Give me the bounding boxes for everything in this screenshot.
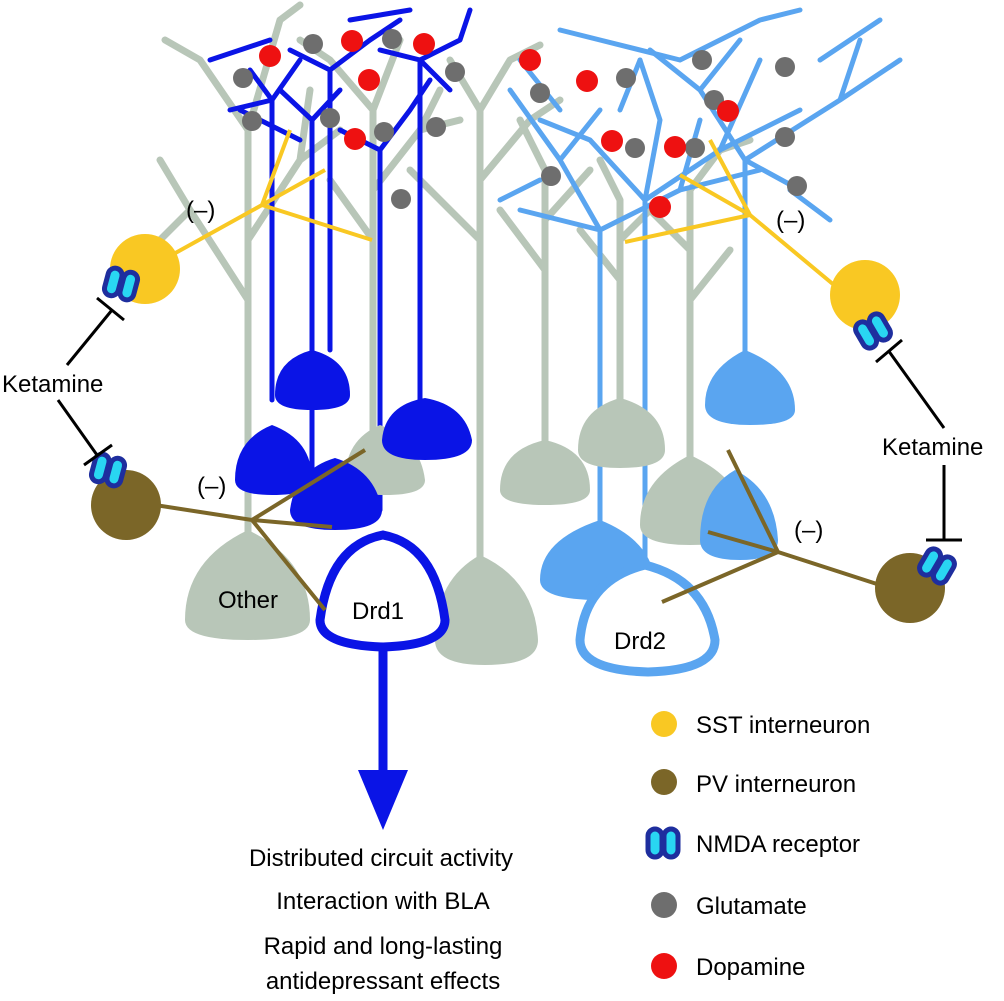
legend-label: PV interneuron — [696, 771, 856, 798]
outcome-list: Distributed circuit activity Interaction… — [249, 845, 513, 995]
sst-interneuron-right-axons — [624, 139, 842, 292]
dopamine-molecules — [259, 30, 739, 218]
legend-label: Dopamine — [696, 954, 805, 981]
legend: SST interneuron PV interneuron NMDA rece… — [645, 711, 870, 981]
pv-interneuron-icon — [651, 769, 677, 795]
inhibition-sign-pv-left: (–) — [197, 473, 226, 500]
outcome-item: Interaction with BLA — [276, 888, 489, 915]
dopamine-icon — [651, 953, 677, 979]
sst-interneuron-icon — [651, 711, 677, 737]
sst-interneuron-right — [830, 260, 900, 330]
sst-interneuron-left-axons — [169, 129, 373, 258]
ketamine-label-left: Ketamine — [2, 371, 103, 398]
legend-label: NMDA receptor — [696, 831, 860, 858]
drd2-neuron-dendrites — [497, 7, 903, 593]
outcome-item: Distributed circuit activity — [249, 845, 513, 872]
ketamine-inhibition-left — [56, 296, 125, 467]
glutamate-molecules — [233, 29, 807, 209]
other-neuron-dendrites — [156, 1, 754, 564]
pv-interneuron-left-axons — [154, 448, 367, 612]
other-neuron-label: Other — [218, 587, 278, 614]
drd1-neuron-somata — [235, 350, 472, 530]
inhibition-sign-pv-right: (–) — [794, 517, 823, 544]
glutamate-icon — [651, 892, 677, 918]
drd1-neuron-outlined — [315, 530, 450, 652]
drd1-neuron-label: Drd1 — [352, 598, 404, 625]
other-neuron-somata — [185, 398, 745, 665]
drd2-neuron-label: Drd2 — [614, 628, 666, 655]
nmda-receptor-icon — [853, 311, 893, 351]
nmda-receptor-icon — [88, 451, 128, 489]
legend-label: SST interneuron — [696, 712, 870, 739]
nmda-receptor-icon — [101, 265, 141, 303]
legend-label: Glutamate — [696, 893, 807, 920]
drd1-output-arrowhead — [358, 770, 408, 830]
pv-interneuron-right-axons — [661, 449, 881, 604]
ketamine-inhibition-right — [875, 338, 962, 542]
outcome-item: Rapid and long-lasting — [264, 933, 503, 960]
nmda-receptor-icon — [645, 826, 681, 860]
outcome-item: antidepressant effects — [266, 968, 500, 995]
ketamine-label-right: Ketamine — [882, 434, 983, 461]
inhibition-sign-sst-right: (–) — [776, 207, 805, 234]
nmda-receptor-icon — [917, 546, 957, 586]
inhibition-sign-sst-left: (–) — [186, 197, 215, 224]
pv-interneuron-left — [91, 470, 161, 540]
